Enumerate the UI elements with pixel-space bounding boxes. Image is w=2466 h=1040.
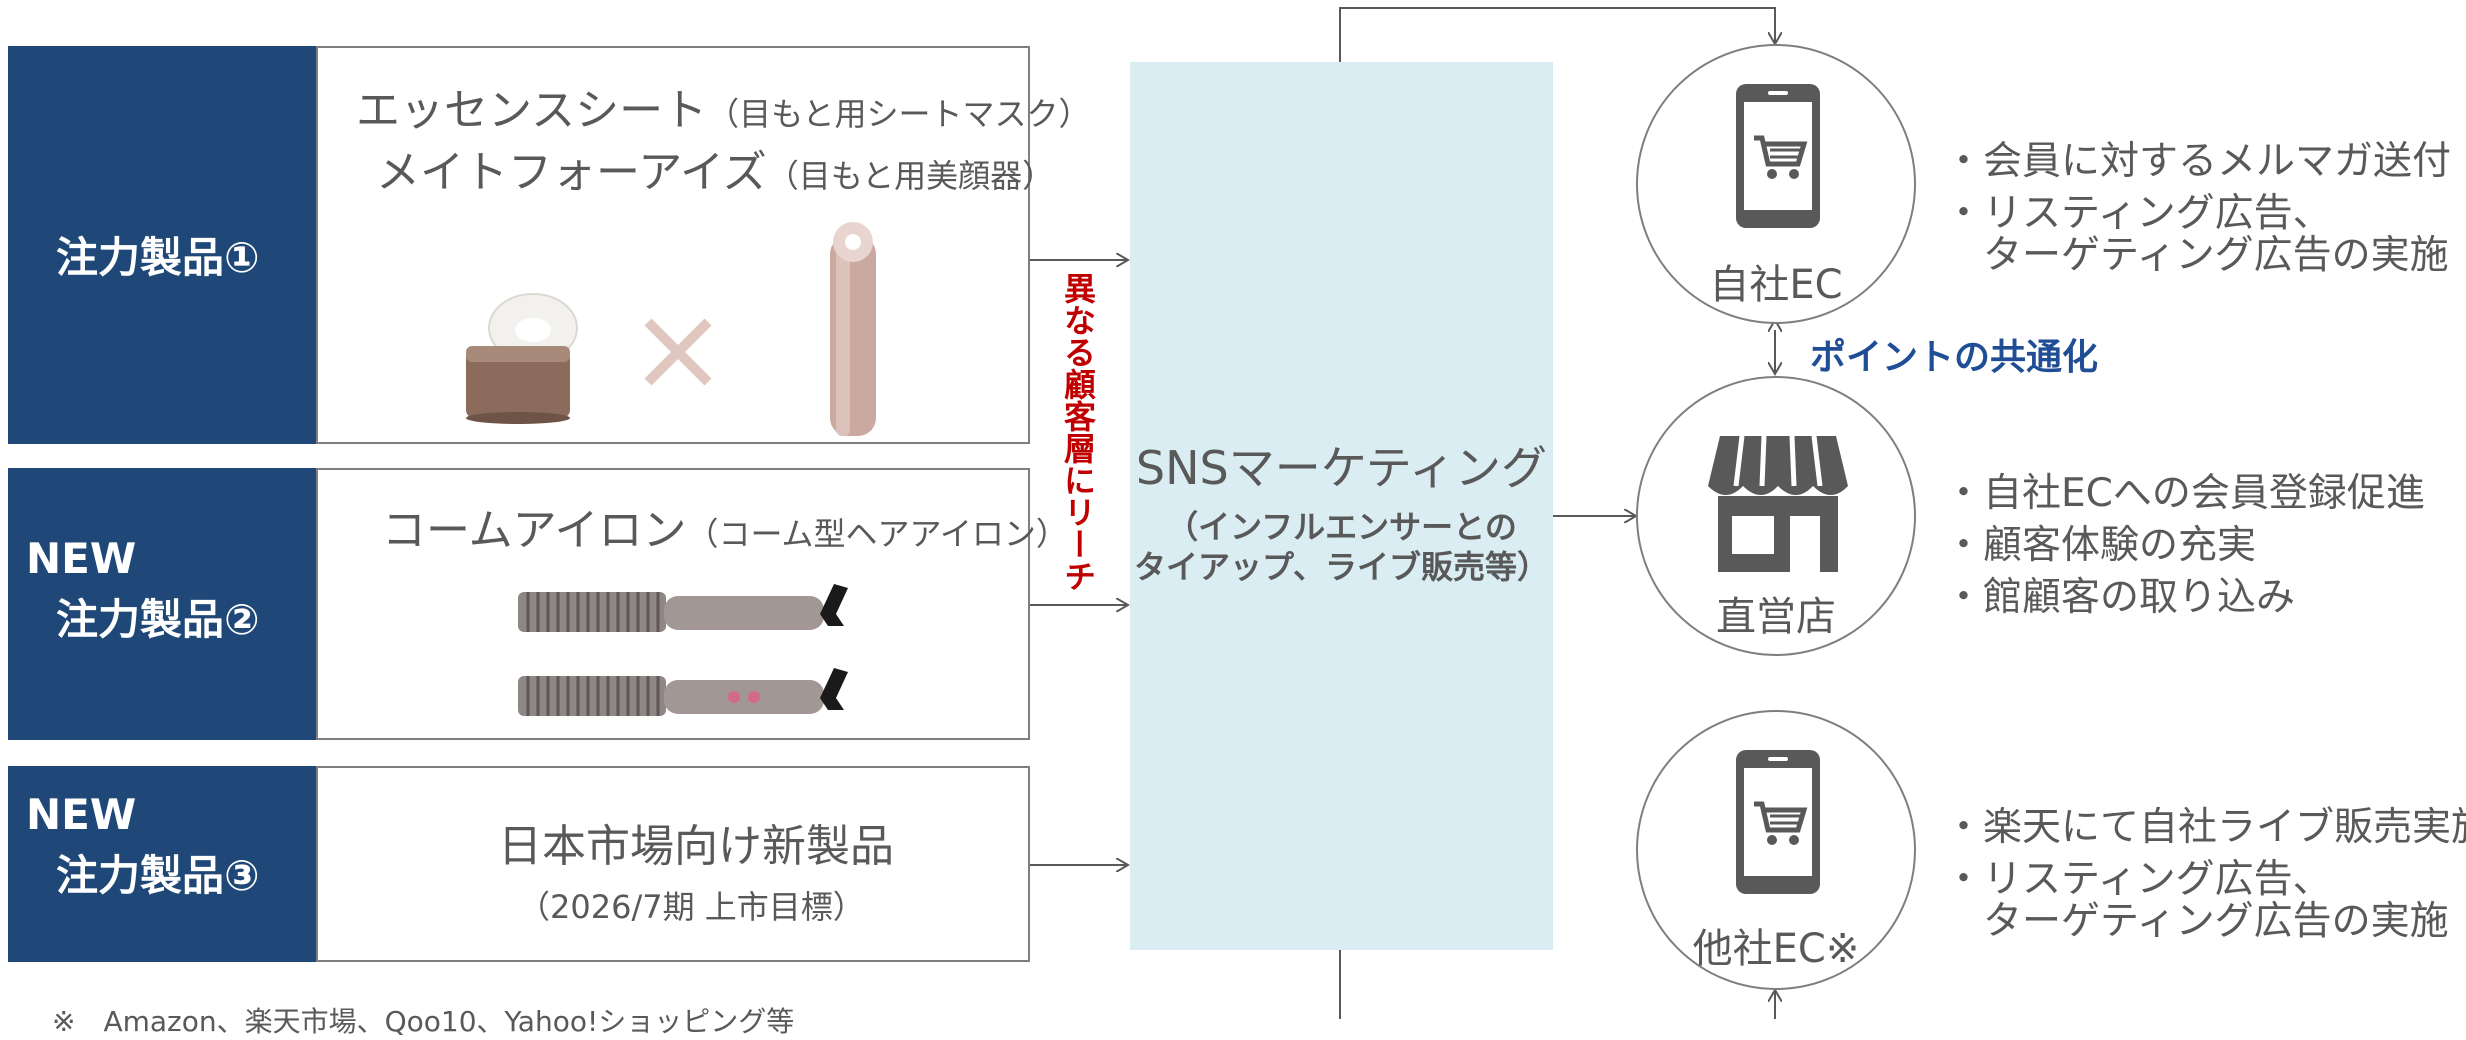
product2-label: 注力製品② <box>56 595 260 644</box>
product3-label: 注力製品③ <box>56 851 260 900</box>
own-ec-bullet-2: ・リスティング広告、 <box>1944 191 2332 236</box>
eye-device-image <box>830 222 876 436</box>
own-ec-bullet-3: ターゲティング広告の実施 <box>1944 233 2449 278</box>
product3-new: NEW <box>26 790 137 839</box>
product1-line-a: エッセンスシート（目もと用シートマスク） <box>356 85 1091 136</box>
product2-new: NEW <box>26 534 137 583</box>
reach-label: 異なる顧客層にリーチ <box>1059 272 1097 592</box>
store-bullet-3: ・館顧客の取り込み <box>1944 575 2296 620</box>
store-bullet-1: ・自社ECへの会員登録促進 <box>1944 471 2425 516</box>
own-ec-bullet-1: ・会員に対するメルマガ送付 <box>1944 139 2452 184</box>
product2-badge: NEW 注力製品② <box>8 468 316 740</box>
store-bullet-2: ・顧客体験の充実 <box>1944 523 2257 568</box>
product1-line-b: メイトフォーアイズ（目もと用美顔器） <box>376 147 1055 198</box>
product3-line-a-sub: （2026/7期 上市目標） <box>518 888 865 926</box>
comb-iron-image <box>518 584 848 716</box>
product3-badge: NEW 注力製品③ <box>8 766 316 962</box>
channel-store: 直営店 <box>1636 376 1916 656</box>
other-ec-bullet-2: ・リスティング広告、 <box>1944 857 2332 902</box>
other-ec-bullet-3: ターゲティング広告の実施 <box>1944 899 2449 944</box>
cross-icon <box>644 318 712 386</box>
other-ec-bullet-1: ・楽天にて自社ライブ販売実施 <box>1944 805 2466 850</box>
product1-box: エッセンスシート（目もと用シートマスク） メイトフォーアイズ（目もと用美顔器） <box>316 46 1091 444</box>
product2-box: コームアイロン（コーム型ヘアアイロン） <box>316 468 1068 740</box>
essence-sheet-image <box>466 293 578 424</box>
connector-lines <box>1030 7 2466 1019</box>
storefront-icon <box>1708 435 1848 572</box>
product2-line-a: コームアイロン（コーム型ヘアアイロン） <box>382 505 1068 556</box>
product3-box: 日本市場向け新製品 （2026/7期 上市目標） <box>316 766 1030 962</box>
product1-badge: 注力製品① <box>8 46 316 444</box>
point-label: ポイントの共通化 <box>1810 337 2099 378</box>
smartphone-cart-icon <box>1736 750 1820 894</box>
sns-sub2: タイアップ、ライブ販売等） <box>1133 548 1550 586</box>
product3-line-a: 日本市場向け新製品 <box>498 821 894 872</box>
sns-marketing-box: SNSマーケティング （インフルエンサーとの タイアップ、ライブ販売等） <box>1130 62 1553 950</box>
arrow-sns-own-ec <box>1339 7 1775 62</box>
store-label: 直営店 <box>1716 594 1836 640</box>
product1-label: 注力製品① <box>56 233 260 282</box>
sns-sub1: （インフルエンサーとの <box>1166 508 1517 546</box>
channel-other-ec: 他社EC※ <box>1636 710 1916 990</box>
own-ec-label: 自社EC <box>1709 262 1843 308</box>
smartphone-cart-icon <box>1736 84 1820 228</box>
other-ec-label: 他社EC※ <box>1692 926 1860 972</box>
sns-title: SNSマーケティング <box>1135 441 1548 495</box>
footnote: ※ Amazon、楽天市場、Qoo10、Yahoo!ショッピング等 <box>52 1005 795 1038</box>
channel-own-ec: 自社EC <box>1636 44 1916 324</box>
